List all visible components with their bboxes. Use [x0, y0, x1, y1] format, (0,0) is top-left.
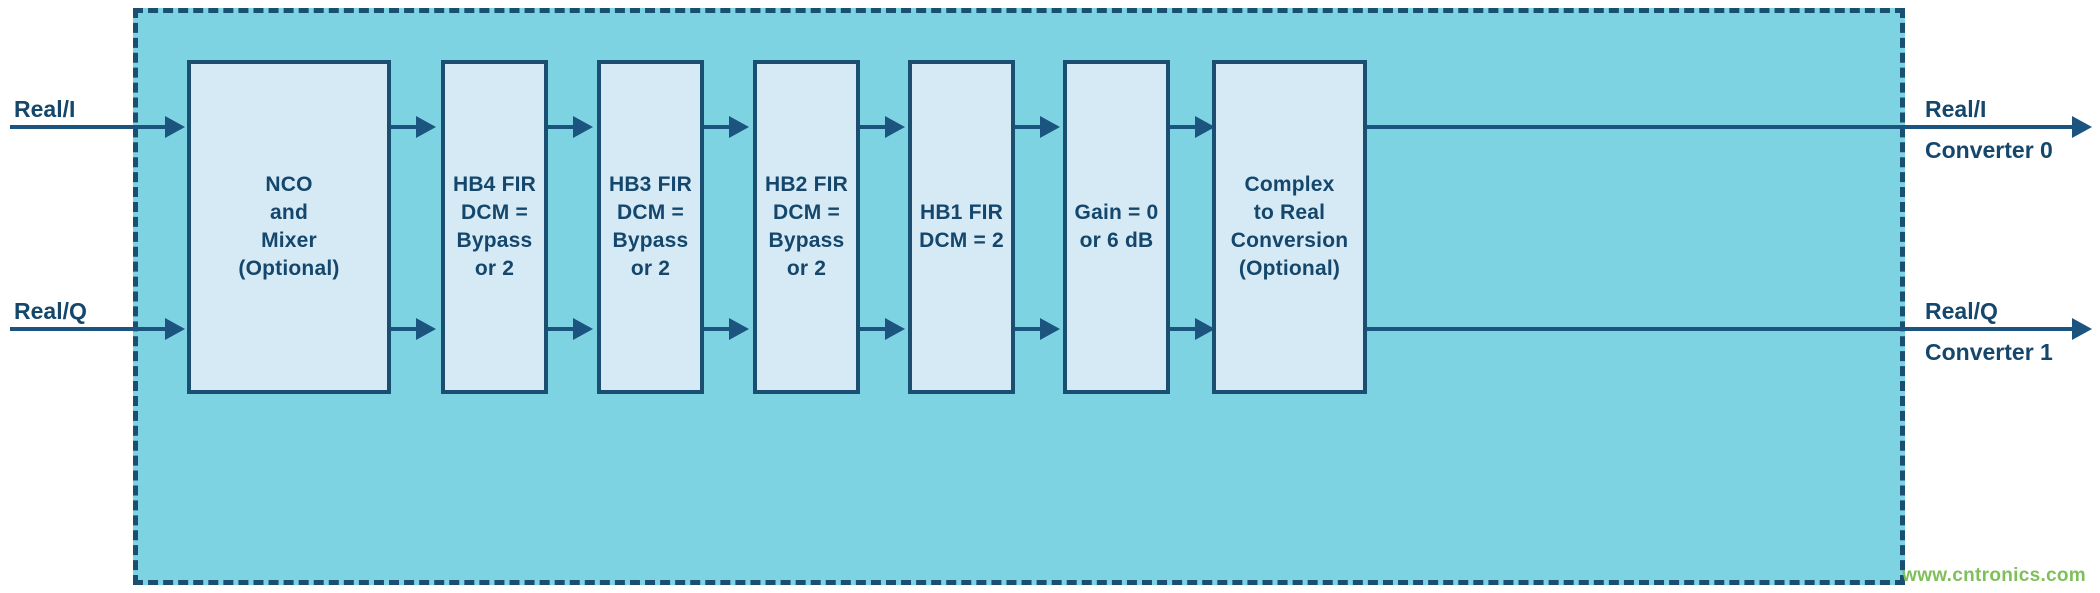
arrow-i-5 [1040, 116, 1060, 138]
output-label-real-i: Real/I [1925, 96, 1987, 122]
block-hb2-fir[interactable]: HB2 FIR DCM = Bypass or 2 [753, 60, 860, 394]
arrow-q-6 [1195, 318, 1215, 340]
input-wire-q [10, 327, 175, 331]
block-nco-mixer[interactable]: NCO and Mixer (Optional) [187, 60, 391, 394]
arrow-i-6 [1195, 116, 1215, 138]
wire-q-1 [391, 327, 423, 331]
wire-i-2 [548, 125, 580, 129]
wire-q-3 [704, 327, 736, 331]
block-hb3-fir[interactable]: HB3 FIR DCM = Bypass or 2 [597, 60, 704, 394]
block-complex-to-real[interactable]: Complex to Real Conversion (Optional) [1212, 60, 1367, 394]
wire-q-2 [548, 327, 580, 331]
arrow-i-1 [416, 116, 436, 138]
dashed-boundary-region [133, 8, 1905, 585]
block-hb4-fir-label: HB4 FIR DCM = Bypass or 2 [452, 173, 537, 280]
arrow-i-4 [885, 116, 905, 138]
output-wire-i [1367, 125, 2082, 129]
wire-i-4 [860, 125, 892, 129]
wire-q-6 [1170, 327, 1202, 331]
input-arrow-q [165, 318, 185, 340]
input-wire-i [10, 125, 175, 129]
arrow-q-3 [729, 318, 749, 340]
input-label-real-i: Real/I [14, 96, 76, 122]
block-complex-to-real-label: Complex to Real Conversion (Optional) [1230, 173, 1349, 280]
output-label-converter-0: Converter 0 [1925, 137, 2053, 163]
block-hb2-fir-label: HB2 FIR DCM = Bypass or 2 [764, 173, 849, 280]
block-gain-label: Gain = 0 or 6 dB [1074, 201, 1159, 252]
arrow-q-4 [885, 318, 905, 340]
arrow-i-2 [573, 116, 593, 138]
wire-i-1 [391, 125, 423, 129]
block-hb3-fir-label: HB3 FIR DCM = Bypass or 2 [608, 173, 693, 280]
wire-i-3 [704, 125, 736, 129]
arrow-q-1 [416, 318, 436, 340]
block-hb1-fir[interactable]: HB1 FIR DCM = 2 [908, 60, 1015, 394]
arrow-q-2 [573, 318, 593, 340]
watermark-text: www.cntronics.com [1902, 565, 2086, 586]
wire-q-5 [1015, 327, 1047, 331]
wire-q-4 [860, 327, 892, 331]
output-label-real-q: Real/Q [1925, 298, 1998, 324]
output-wire-q [1367, 327, 2082, 331]
block-hb1-fir-label: HB1 FIR DCM = 2 [919, 201, 1004, 252]
output-arrow-i [2072, 116, 2092, 138]
block-hb4-fir[interactable]: HB4 FIR DCM = Bypass or 2 [441, 60, 548, 394]
block-nco-mixer-label: NCO and Mixer (Optional) [238, 173, 340, 280]
input-arrow-i [165, 116, 185, 138]
input-label-real-q: Real/Q [14, 298, 87, 324]
block-gain[interactable]: Gain = 0 or 6 dB [1063, 60, 1170, 394]
output-arrow-q [2072, 318, 2092, 340]
arrow-q-5 [1040, 318, 1060, 340]
wire-i-6 [1170, 125, 1202, 129]
wire-i-5 [1015, 125, 1047, 129]
output-label-converter-1: Converter 1 [1925, 339, 2053, 365]
arrow-i-3 [729, 116, 749, 138]
